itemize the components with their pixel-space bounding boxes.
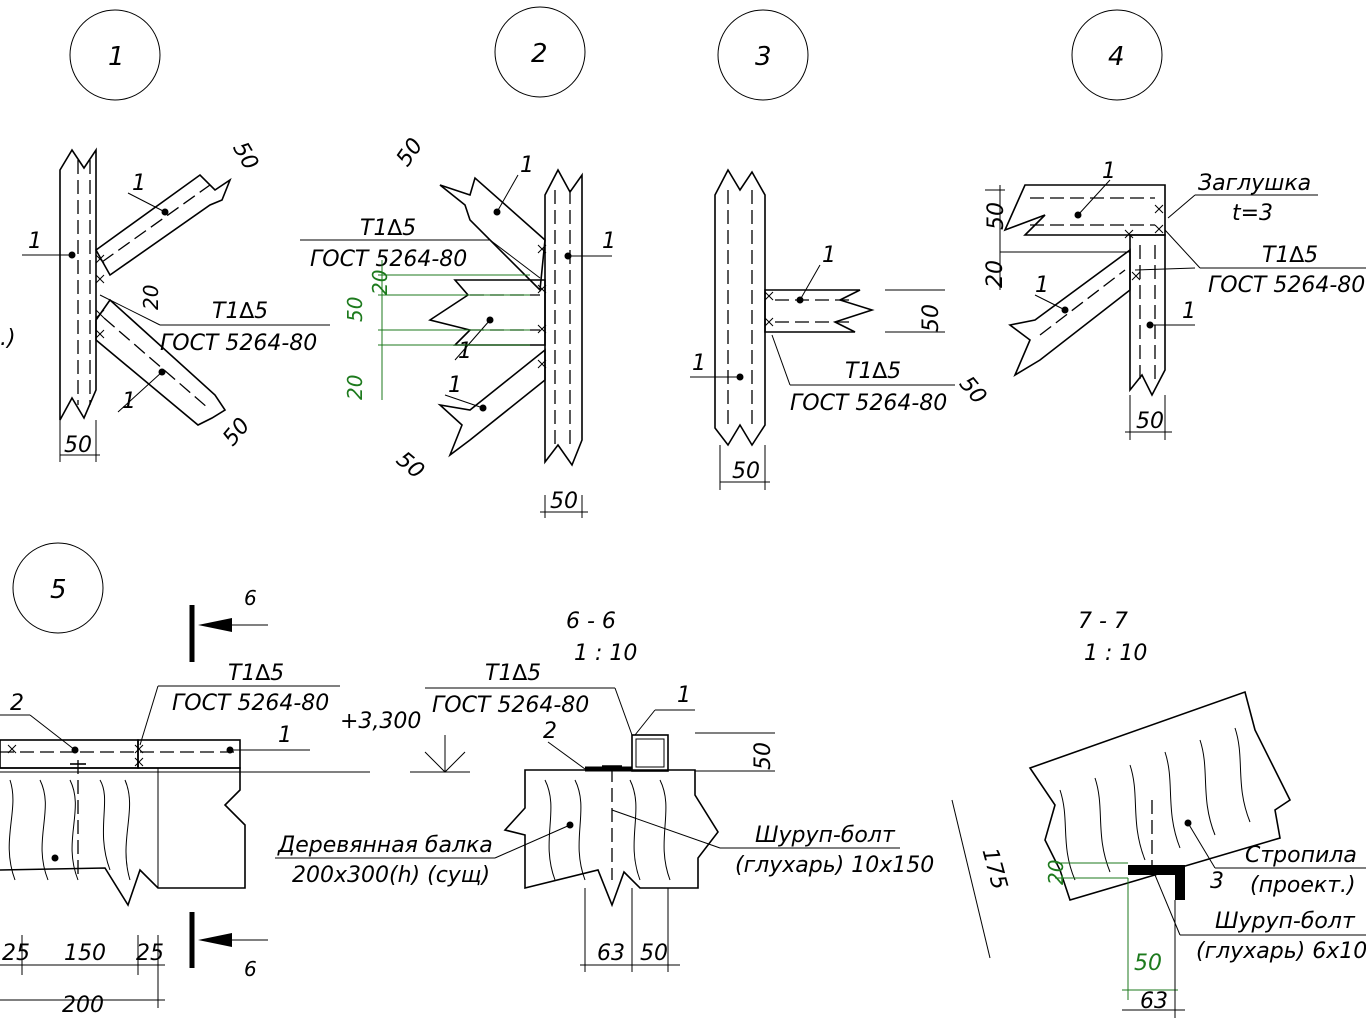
callout-1: 1 (69, 9, 161, 101)
n3-weld-line1: Т1∆5 (845, 359, 901, 384)
s66-scale: 1 : 10 (574, 641, 637, 666)
n4-mark-diag: 1 (1035, 273, 1049, 298)
n2-weld-line2: ГОСТ 5264-80 (310, 247, 467, 272)
callout-1-label: 1 (108, 42, 125, 72)
s77-dim-63: 63 (1140, 989, 1168, 1014)
section-7-7: 7 - 7 1 : 10 Стропила (проект.) 3 Шуруп-… (951, 609, 1366, 1018)
node-2-drawing: 1 1 1 1 Т1∆5 ГОСТ 5264-80 20 50 20 50 50… (300, 134, 616, 518)
s66-dim-50-bottom: 50 (640, 941, 668, 966)
n5-dim-25-left: 25 (2, 941, 30, 966)
n5-mark-1: 1 (278, 723, 292, 748)
n1-partial-text: .) (0, 326, 16, 351)
plug-thickness: t=3 (1232, 201, 1273, 226)
s77-dim-20: 20 (1044, 860, 1068, 885)
n1-mark-chord: 1 (28, 229, 42, 254)
n4-dim-20-left: 20 (983, 260, 1008, 288)
n4-weld-line1: Т1∆5 (1262, 243, 1318, 268)
s66-weld-line1: Т1∆5 (485, 661, 541, 686)
callout-3-label: 3 (755, 42, 772, 72)
callout-5: 5 (12, 542, 104, 634)
s77-title: 7 - 7 (1078, 609, 1128, 634)
rafter-line2: (проект.) (1250, 873, 1356, 898)
n3-weld-line2: ГОСТ 5264-80 (790, 391, 947, 416)
n5-dim-200: 200 (62, 993, 104, 1018)
s66-title: 6 - 6 (566, 609, 616, 634)
n2-mark-chord: 1 (602, 229, 616, 254)
n1-weld-line2: ГОСТ 5264-80 (160, 331, 317, 356)
s77-mark-3: 3 (1210, 869, 1224, 894)
lag-bolt-line2: (глухарь) 10x150 (735, 853, 934, 878)
n4-mark-vert: 1 (1182, 299, 1196, 324)
node-3-drawing: 1 1 Т1∆5 ГОСТ 5264-80 50 50 50 (690, 168, 991, 490)
lag-bolt-line1: Шуруп-болт (755, 823, 896, 848)
s66-weld-line2: ГОСТ 5264-80 (432, 693, 589, 718)
n1-mark-upper: 1 (132, 171, 146, 196)
callout-2: 2 (494, 6, 586, 98)
n5-dim-150: 150 (64, 941, 106, 966)
n2-mark-lower: 1 (448, 373, 462, 398)
n4-mark-top: 1 (1102, 159, 1116, 184)
n4-dim-50-bottom: 50 (1136, 409, 1164, 434)
n2-dim-50-lower: 50 (391, 447, 429, 484)
n5-mark-2: 2 (10, 691, 24, 716)
n2-dim-50-bottom: 50 (550, 489, 578, 514)
n3-dim-50-right: 50 (919, 304, 944, 332)
elevation-mark: +3,300 (340, 709, 421, 734)
n2-dim-50: 50 (343, 297, 367, 322)
callout-4: 4 (1071, 9, 1163, 101)
n3-mark-chord: 1 (692, 351, 706, 376)
wood-beam-line1: Деревянная балка (277, 833, 493, 858)
n4-dim-50-left: 50 (984, 202, 1009, 230)
s66-mark-2: 2 (543, 719, 557, 744)
n2-dim-20-top: 20 (368, 270, 392, 295)
n2-weld-line1: Т1∆5 (360, 216, 416, 241)
s66-dim-63: 63 (597, 941, 625, 966)
callout-5-label: 5 (50, 575, 67, 605)
node-5-drawing: 6 6 2 1 Т1∆5 ГОСТ 5264-80 +3,300 (0, 586, 470, 1018)
s66-dim-50: 50 (751, 742, 776, 770)
node-4-drawing: 1 1 1 Заглушка t=3 Т1∆5 ГОСТ 5264-80 50 … (983, 159, 1366, 440)
n2-mark-upper: 1 (520, 153, 534, 178)
n2-mark-horiz: 1 (458, 339, 472, 364)
n5-weld-line1: Т1∆5 (228, 661, 284, 686)
s66-mark-1: 1 (677, 683, 691, 708)
n1-dim-50-lower: 50 (218, 413, 255, 451)
callout-2-label: 2 (531, 39, 548, 69)
n1-weld-line1: Т1∆5 (212, 299, 268, 324)
cut-mark-top: 6 (244, 586, 257, 610)
n2-dim-50-top: 50 (392, 134, 429, 171)
n5-dim-25-right: 25 (136, 941, 164, 966)
n3-dim-50-bottom: 50 (732, 459, 760, 484)
n3-mark-horiz: 1 (822, 243, 836, 268)
n4-weld-line2: ГОСТ 5264-80 (1208, 273, 1365, 298)
cut-mark-bottom: 6 (244, 957, 257, 981)
lag-bolt-small-line1: Шуруп-болт (1215, 909, 1356, 934)
rafter-line1: Стропила (1245, 843, 1357, 868)
callout-4-label: 4 (1108, 42, 1125, 72)
node-1-drawing: 1 1 1 Т1∆5 ГОСТ 5264-80 50 20 50 50 .) (0, 138, 330, 462)
section-6-6: 6 - 6 1 : 10 1 2 Т1∆5 ГОСТ 5264-80 50 Де… (275, 609, 934, 972)
n1-dim-20: 20 (139, 285, 163, 310)
plug-title: Заглушка (1198, 171, 1311, 196)
n1-dim-50-top: 50 (227, 138, 263, 175)
n1-dim-50-bottom: 50 (64, 433, 92, 458)
n1-mark-lower: 1 (122, 389, 136, 414)
wood-beam-line2: 200x300(h) (сущ) (292, 863, 490, 888)
callout-3: 3 (717, 9, 809, 101)
s77-dim-50: 50 (1134, 951, 1162, 976)
n3-dim-50-diag: 50 (954, 372, 991, 410)
s77-dim-175: 175 (977, 845, 1012, 892)
n2-dim-20-bottom: 20 (343, 375, 367, 400)
n5-weld-line2: ГОСТ 5264-80 (172, 691, 329, 716)
lag-bolt-small-line2: (глухарь) 6x10 (1196, 939, 1366, 964)
s77-scale: 1 : 10 (1084, 641, 1147, 666)
